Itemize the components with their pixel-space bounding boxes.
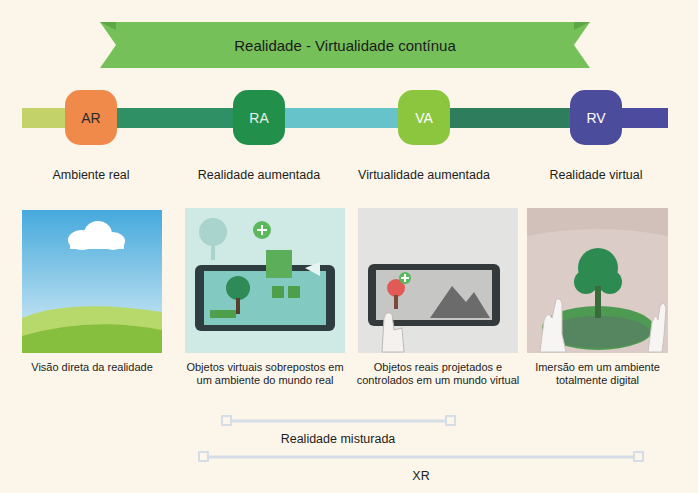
ribbon-fold	[574, 22, 590, 30]
continuum-bar	[450, 108, 570, 128]
stage-heading: Realidade aumentada	[198, 168, 320, 183]
stage-heading-holder: Realidade virtual	[516, 157, 676, 193]
stage-heading-holder: Realidade aumentada	[179, 157, 339, 193]
stage-heading-holder: Virtualidade aumentada	[344, 157, 504, 193]
caption-holder: Objetos virtuais sobrepostos em um ambie…	[179, 361, 351, 387]
av-scene	[358, 208, 518, 353]
range-label-holder: XR	[412, 466, 429, 484]
vr-scene	[527, 208, 668, 353]
stage-marker: RARealidade aumentada	[233, 90, 285, 145]
range-label: XR	[412, 469, 429, 483]
scene-panel: Objetos virtuais sobrepostos em um ambie…	[185, 208, 345, 353]
title-text: Realidade - Virtualidade contínua	[234, 37, 456, 54]
stage-heading: Ambiente real	[52, 168, 129, 183]
scene-caption: Imersão em um ambiente totalmente digita…	[523, 361, 673, 387]
scene-caption: Visão direta da realidade	[17, 361, 167, 374]
real-scene	[22, 210, 162, 353]
bar-stub	[22, 108, 68, 128]
caption-holder: Imersão em um ambiente totalmente digita…	[523, 361, 673, 387]
caption-holder: Objetos reais projetados e controlados e…	[352, 361, 524, 387]
stage-marker: RVRealidade virtual	[570, 90, 622, 145]
scene-panel: Imersão em um ambiente totalmente digita…	[527, 208, 668, 353]
caption-holder: Visão direta da realidade	[17, 361, 167, 374]
scene-panel: Visão direta da realidade	[22, 210, 162, 353]
continuum-bar	[117, 108, 233, 128]
range-bracket	[199, 416, 643, 461]
range-label-holder: Realidade misturada	[281, 429, 396, 447]
scene-caption: Objetos virtuais sobrepostos em um ambie…	[179, 361, 351, 387]
stage-code: RV	[586, 110, 605, 126]
stage-marker: VAVirtualidade aumentada	[398, 90, 450, 145]
bar-stub	[620, 108, 668, 128]
title-holder: Realidade - Virtualidade contínua	[115, 22, 575, 68]
stage-heading: Realidade virtual	[549, 168, 642, 183]
stage-code: RA	[249, 110, 268, 126]
stage-marker: ARAmbiente real	[65, 90, 117, 145]
ribbon-fold	[100, 22, 116, 30]
ar-scene	[185, 208, 345, 353]
scene-panel: Objetos reais projetados e controlados e…	[358, 208, 518, 353]
stage-code: VA	[415, 110, 433, 126]
stage-heading: Virtualidade aumentada	[358, 168, 490, 183]
continuum-bar	[285, 108, 398, 128]
stage-code: AR	[81, 110, 100, 126]
ribbon-banner	[100, 22, 590, 68]
stage-heading-holder: Ambiente real	[11, 157, 171, 193]
scene-caption: Objetos reais projetados e controlados e…	[352, 361, 524, 387]
range-label: Realidade misturada	[281, 432, 396, 446]
